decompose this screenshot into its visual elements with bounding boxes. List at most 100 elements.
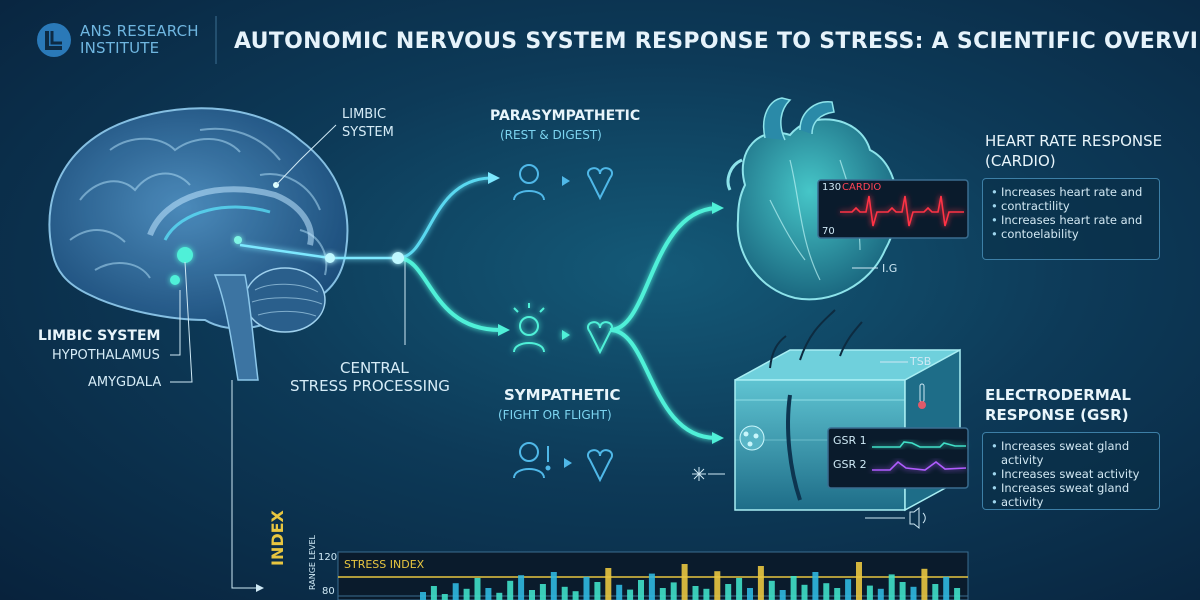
stress-bar	[899, 582, 906, 600]
stress-bar	[529, 590, 535, 600]
stress-bar	[539, 584, 546, 600]
stress-tick-120: 120	[318, 552, 338, 563]
gsr-monitor	[827, 427, 969, 489]
stress-bar	[692, 586, 699, 600]
gsr2-trace	[872, 460, 967, 471]
stress-bar	[856, 562, 862, 600]
callout-lines	[170, 124, 406, 589]
gsr-bullet: Increases sweat activity	[991, 467, 1151, 481]
stress-bar	[910, 586, 917, 600]
stress-bar	[757, 566, 764, 600]
gsr1-trace	[872, 441, 966, 448]
gsr-bullet-cont: activity	[991, 495, 1151, 509]
gsr-subheading: RESPONSE (GSR)	[985, 406, 1129, 424]
stress-bar	[627, 589, 634, 600]
ecg-monitor	[817, 179, 969, 239]
gsr1-label: GSR 1	[833, 434, 867, 447]
symp-mid-icons	[513, 303, 613, 355]
stress-bar	[790, 576, 797, 600]
stress-bar	[572, 591, 579, 600]
cardio-bullet-cont: contractility	[991, 199, 1151, 213]
cardio-bullet-cont: contoelability	[991, 227, 1151, 241]
stress-bar	[834, 588, 841, 600]
stress-axis-sub: RANGE LEVEL	[308, 535, 317, 590]
gsr-heading: ELECTRODERMAL	[985, 386, 1131, 404]
stress-bar	[616, 584, 623, 600]
sympathetic-title: SYMPATHETIC	[504, 386, 621, 404]
cardio-subheading: (CARDIO)	[985, 152, 1056, 170]
cardio-heading: HEART RATE RESPONSE	[985, 132, 1163, 150]
logo-name-line2: INSTITUTE	[80, 39, 160, 57]
stress-axis-word: INDEX	[268, 510, 287, 566]
logo-icon	[37, 23, 71, 57]
cardio-monitor-label: CARDIO	[842, 182, 882, 193]
stress-bar	[659, 588, 666, 600]
stress-bar	[485, 588, 492, 600]
limbic-callout-line1: LIMBIC	[342, 107, 387, 122]
central-label: CENTRAL	[340, 359, 409, 377]
stress-bar	[943, 576, 950, 600]
stress-bar	[921, 568, 928, 600]
stress-bar	[518, 575, 525, 600]
stress-index-label: STRESS INDEX	[344, 558, 425, 571]
stress-bar	[714, 571, 721, 600]
stress-bar	[845, 579, 852, 600]
stress-bar	[474, 578, 481, 600]
stress-bar	[594, 582, 601, 600]
amygdala-label: AMYGDALA	[88, 375, 162, 390]
stress-bar	[812, 572, 819, 600]
sympathetic-subtitle: (FIGHT OR FLIGHT)	[498, 408, 612, 422]
parasympathetic-title: PARASYMPATHETIC	[490, 108, 641, 124]
gsr2-label: GSR 2	[833, 458, 867, 471]
stress-bar	[801, 584, 808, 600]
stress-bar	[561, 586, 568, 600]
stress-bar	[877, 588, 884, 600]
stress-bar	[430, 586, 437, 600]
stress-bar	[888, 574, 895, 600]
stress-bar	[441, 594, 448, 600]
page-title: AUTONOMIC NERVOUS SYSTEM RESPONSE TO STR…	[234, 29, 1200, 54]
gsr-bullet: Increases sweat gland activity	[991, 439, 1151, 467]
symp-icons	[513, 442, 613, 483]
para-icons	[513, 164, 613, 201]
cardio-y-high: 130	[822, 182, 842, 193]
stress-bar	[507, 580, 514, 600]
stress-bar	[670, 582, 677, 600]
limbic-system-heading: LIMBIC SYSTEM	[38, 328, 161, 344]
stress-bar	[725, 584, 732, 600]
stress-bar	[768, 580, 775, 600]
stress-processing-label: STRESS PROCESSING	[290, 377, 450, 395]
gsr-bullet: Increases sweat gland	[991, 481, 1151, 495]
limbic-callout-line2: SYSTEM	[342, 125, 394, 140]
stress-bar	[452, 583, 459, 600]
parasympathetic-subtitle: (REST & DIGEST)	[500, 128, 602, 142]
stress-bar	[747, 588, 753, 600]
cardio-bullet: Increases heart rate and	[991, 213, 1151, 227]
stress-bar	[681, 564, 688, 600]
cardio-info-box: Increases heart rate and contractility I…	[982, 178, 1160, 260]
gsr-info-box: Increases sweat gland activity Increases…	[982, 432, 1160, 510]
skin-illustration	[692, 309, 961, 530]
stress-bar	[463, 588, 470, 600]
stress-bar	[420, 592, 426, 600]
stress-bars	[420, 562, 961, 600]
stress-bar	[736, 578, 743, 600]
ecg-trace	[840, 195, 964, 227]
skin-tag: TSB	[910, 355, 932, 368]
stress-bar	[866, 585, 873, 600]
cardio-y-low: 70	[822, 226, 835, 237]
logo-name-line1: ANS RESEARCH	[80, 22, 199, 40]
stress-bar	[779, 590, 786, 600]
cardio-bullet: Increases heart rate and	[991, 185, 1151, 199]
stress-bar	[703, 588, 710, 600]
ecg-tag: I.G	[882, 262, 898, 275]
stress-bar	[648, 573, 655, 600]
stress-bar	[496, 592, 503, 600]
brain-illustration	[48, 107, 349, 381]
stress-bar	[550, 572, 557, 600]
stress-bar	[932, 584, 939, 600]
stress-bar	[638, 580, 644, 600]
stress-bar	[583, 576, 590, 600]
